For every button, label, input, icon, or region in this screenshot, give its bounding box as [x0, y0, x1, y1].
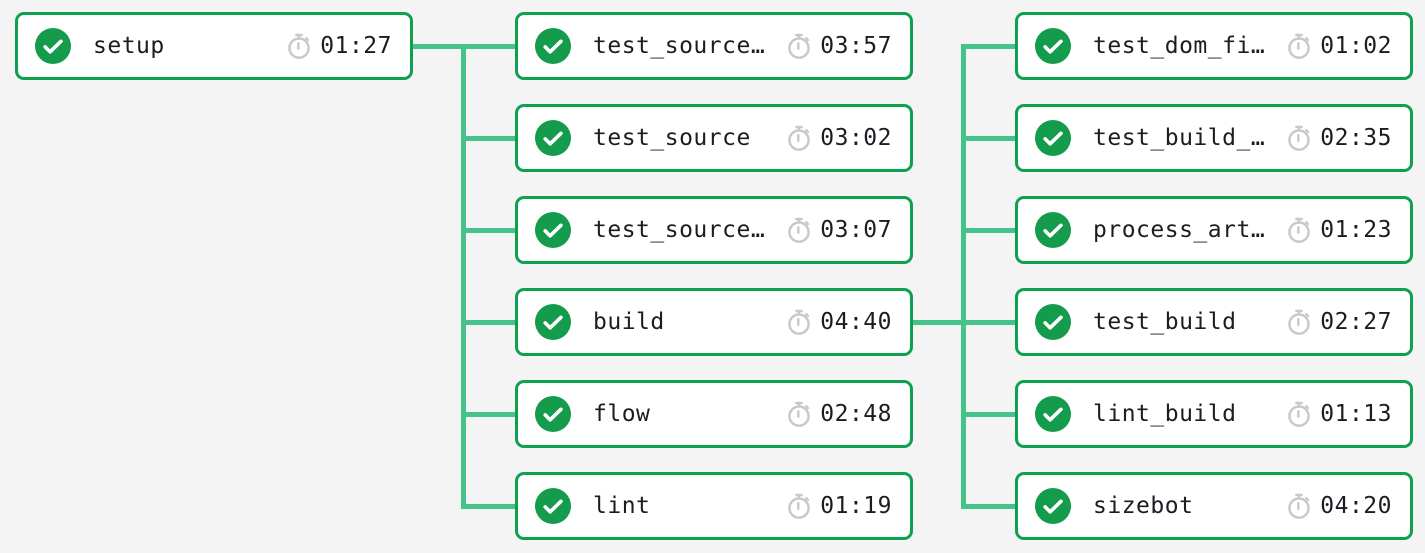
- connector-line: [961, 503, 1018, 509]
- stopwatch-icon: [1285, 400, 1313, 428]
- stopwatch-icon: [285, 32, 313, 60]
- job-duration-group: 04:40: [785, 308, 892, 336]
- stopwatch-icon: [785, 216, 813, 244]
- job-duration-group: 01:13: [1285, 400, 1392, 428]
- connector-line: [460, 43, 466, 509]
- stopwatch-icon: [785, 308, 813, 336]
- job-name: build: [593, 309, 665, 335]
- check-circle-icon: [1035, 488, 1071, 524]
- job-node-setup[interactable]: setup 01:27: [15, 12, 413, 80]
- connector-line: [961, 227, 1018, 233]
- job-duration-group: 02:35: [1285, 124, 1392, 152]
- job-duration-group: 04:20: [1285, 492, 1392, 520]
- job-duration: 01:13: [1320, 401, 1392, 427]
- job-duration: 04:40: [820, 309, 892, 335]
- job-name: test_dom_fix…: [1093, 33, 1278, 59]
- stopwatch-icon: [785, 32, 813, 60]
- stopwatch-icon: [785, 124, 813, 152]
- stopwatch-icon: [1285, 216, 1313, 244]
- job-node-test-build[interactable]: test_build 02:27: [1015, 288, 1413, 356]
- stopwatch-icon: [785, 492, 813, 520]
- stopwatch-icon: [785, 400, 813, 428]
- connector-line: [460, 227, 518, 233]
- job-node-test-source-3[interactable]: test_source_… 03:07: [515, 196, 913, 264]
- job-node-lint-build[interactable]: lint_build 01:13: [1015, 380, 1413, 448]
- connector-line: [961, 319, 1018, 325]
- check-circle-icon: [535, 28, 571, 64]
- job-name: sizebot: [1093, 493, 1194, 519]
- job-node-flow[interactable]: flow 02:48: [515, 380, 913, 448]
- job-name: test_source: [593, 125, 751, 151]
- check-circle-icon: [35, 28, 71, 64]
- job-duration: 01:27: [320, 33, 392, 59]
- check-circle-icon: [1035, 120, 1071, 156]
- job-name: lint: [593, 493, 651, 519]
- job-name: test_source_…: [593, 217, 778, 243]
- job-duration-group: 02:48: [785, 400, 892, 428]
- check-circle-icon: [535, 488, 571, 524]
- connector-line: [961, 43, 966, 509]
- check-circle-icon: [535, 304, 571, 340]
- job-name: test_build: [1093, 309, 1237, 335]
- job-duration: 04:20: [1320, 493, 1392, 519]
- job-duration-group: 02:27: [1285, 308, 1392, 336]
- connector-line: [460, 503, 518, 509]
- job-duration-group: 03:02: [785, 124, 892, 152]
- stopwatch-icon: [1285, 124, 1313, 152]
- job-node-lint[interactable]: lint 01:19: [515, 472, 913, 540]
- connector-line: [911, 319, 966, 325]
- stopwatch-icon: [1285, 492, 1313, 520]
- job-duration: 01:02: [1320, 33, 1392, 59]
- job-duration-group: 01:27: [285, 32, 392, 60]
- job-node-test-dom-fixtures[interactable]: test_dom_fix… 01:02: [1015, 12, 1413, 80]
- job-duration-group: 03:07: [785, 216, 892, 244]
- job-node-sizebot[interactable]: sizebot 04:20: [1015, 472, 1413, 540]
- job-duration: 02:27: [1320, 309, 1392, 335]
- check-circle-icon: [535, 120, 571, 156]
- check-circle-icon: [1035, 396, 1071, 432]
- job-duration: 03:57: [820, 33, 892, 59]
- job-duration: 02:35: [1320, 125, 1392, 151]
- stopwatch-icon: [1285, 32, 1313, 60]
- connector-line: [460, 135, 518, 141]
- job-duration: 02:48: [820, 401, 892, 427]
- job-name: test_source_…: [593, 33, 778, 59]
- job-duration-group: 01:02: [1285, 32, 1392, 60]
- check-circle-icon: [1035, 212, 1071, 248]
- job-name: process_arti…: [1093, 217, 1278, 243]
- connector-line: [961, 411, 1018, 417]
- job-duration: 03:07: [820, 217, 892, 243]
- job-node-process-artifacts[interactable]: process_arti… 01:23: [1015, 196, 1413, 264]
- check-circle-icon: [535, 212, 571, 248]
- job-node-test-source-1[interactable]: test_source_… 03:57: [515, 12, 913, 80]
- job-name: test_build_p…: [1093, 125, 1278, 151]
- job-name: flow: [593, 401, 651, 427]
- connector-line: [961, 135, 1018, 141]
- stopwatch-icon: [1285, 308, 1313, 336]
- job-duration-group: 03:57: [785, 32, 892, 60]
- job-duration: 01:19: [820, 493, 892, 519]
- check-circle-icon: [1035, 304, 1071, 340]
- connector-line: [460, 319, 518, 325]
- check-circle-icon: [535, 396, 571, 432]
- job-name: lint_build: [1093, 401, 1237, 427]
- connector-line: [961, 43, 1018, 49]
- job-duration-group: 01:19: [785, 492, 892, 520]
- job-duration: 03:02: [820, 125, 892, 151]
- check-circle-icon: [1035, 28, 1071, 64]
- job-node-test-build-prod[interactable]: test_build_p… 02:35: [1015, 104, 1413, 172]
- job-node-test-source-2[interactable]: test_source 03:02: [515, 104, 913, 172]
- job-name: setup: [93, 33, 165, 59]
- connector-line: [460, 411, 518, 417]
- job-duration-group: 01:23: [1285, 216, 1392, 244]
- job-duration: 01:23: [1320, 217, 1392, 243]
- job-node-build[interactable]: build 04:40: [515, 288, 913, 356]
